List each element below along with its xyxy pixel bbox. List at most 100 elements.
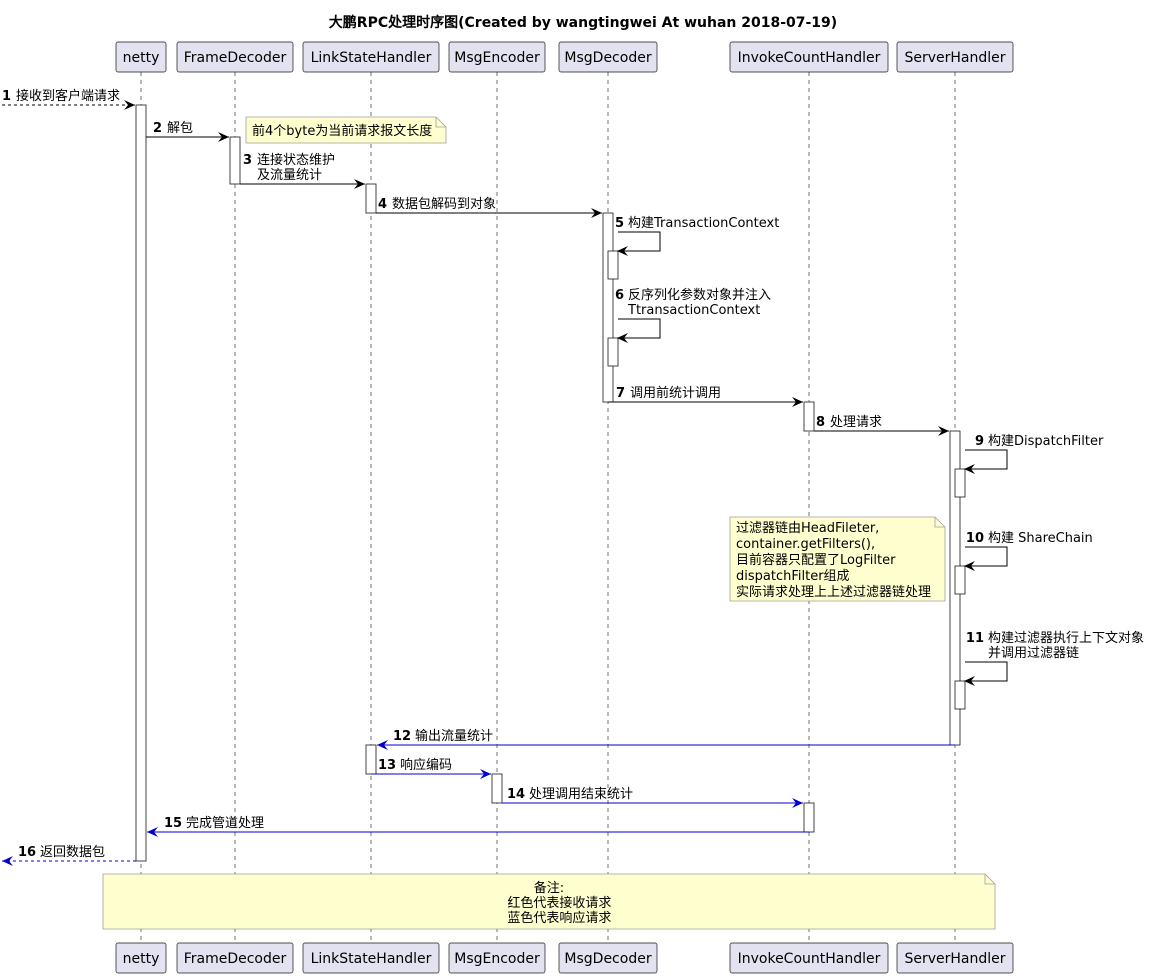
message-label: 处理请求 <box>830 415 882 430</box>
participant-label: MsgEncoder <box>454 951 540 967</box>
message-number: 8 <box>816 415 825 430</box>
message-label: 构建DispatchFilter <box>988 434 1104 449</box>
participant-label: InvokeCountHandler <box>738 951 881 967</box>
note-line: container.getFilters(), <box>736 537 875 552</box>
participant-serverhandler-bottom: ServerHandler <box>896 942 1014 974</box>
message-number: 14 <box>507 787 525 802</box>
activation-serverhandler <box>954 468 966 498</box>
participant-netty-bottom: netty <box>115 942 167 974</box>
message-label: 构建 ShareChain <box>988 531 1093 546</box>
participant-label: netty <box>123 50 160 66</box>
message-14: 14 处理调用结束统计 <box>502 787 803 808</box>
message-label: 接收到客户端请求 <box>16 88 120 104</box>
message-12: 12 输出流量统计 <box>377 728 955 750</box>
message-label: 数据包解码到对象 <box>392 197 496 212</box>
message-label: 反序列化参数对象并注入 <box>628 287 771 303</box>
message-label: 响应编码 <box>400 757 452 773</box>
participant-framedecoder-bottom: FrameDecoder <box>176 942 294 974</box>
note-line: 备注: <box>534 880 564 896</box>
message-arrow <box>964 449 1008 474</box>
activation-invokecounthandler <box>803 401 815 432</box>
message-2: 2 解包 <box>146 121 229 142</box>
participant-serverhandler-top: ServerHandler <box>896 41 1014 73</box>
participant-label: LinkStateHandler <box>311 50 432 66</box>
activation-msgencoder <box>491 773 503 804</box>
participant-framedecoder-top: FrameDecoder <box>176 41 294 73</box>
activation-msgdecoder <box>602 212 614 403</box>
participant-label: ServerHandler <box>904 50 1005 66</box>
activation-linkstatehandler <box>365 183 377 214</box>
message-label: 并调用过滤器链 <box>988 646 1079 661</box>
note-frame: 前4个byte为当前请求报文长度 <box>245 116 447 144</box>
note-line: 实际请求处理上上述过滤器链处理 <box>736 585 931 600</box>
participant-msgdecoder-bottom: MsgDecoder <box>558 942 658 974</box>
participant-linkstatehandler-bottom: LinkStateHandler <box>302 942 440 974</box>
message-number: 16 <box>18 845 36 860</box>
message-number: 12 <box>393 729 411 744</box>
participant-label: ServerHandler <box>904 951 1005 967</box>
message-label: 调用前统计调用 <box>630 385 721 401</box>
activation-msgdecoder <box>607 250 619 280</box>
message-arrow <box>617 231 661 256</box>
message-9: 9 构建DispatchFilter <box>964 434 1104 474</box>
note-line: 红色代表接收请求 <box>487 895 612 911</box>
participant-label: InvokeCountHandler <box>738 50 881 66</box>
message-label: 及流量统计 <box>257 168 322 183</box>
message-label: 完成管道处理 <box>186 816 264 831</box>
activation-netty <box>135 104 147 862</box>
participant-label: MsgDecoder <box>564 951 651 967</box>
participant-label: MsgEncoder <box>454 50 540 66</box>
message-number: 4 <box>378 197 387 212</box>
participant-invokecounthandler-bottom: InvokeCountHandler <box>729 942 889 974</box>
activation-framedecoder <box>229 136 241 185</box>
participant-label: netty <box>123 951 160 967</box>
participant-msgencoder-bottom: MsgEncoder <box>448 942 546 974</box>
message-number: 7 <box>616 386 625 401</box>
message-label: 输出流量统计 <box>415 728 493 744</box>
participant-msgdecoder-top: MsgDecoder <box>558 41 658 73</box>
message-4: 4 数据包解码到对象 <box>376 197 602 218</box>
message-number: 15 <box>164 816 182 831</box>
activation-linkstatehandler <box>365 744 377 775</box>
participant-label: FrameDecoder <box>184 951 287 967</box>
message-15: 15 完成管道处理 <box>147 816 809 837</box>
message-label: 处理调用结束统计 <box>529 787 633 802</box>
participant-msgencoder-top: MsgEncoder <box>448 41 546 73</box>
message-number: 1 <box>2 89 11 104</box>
message-1: 1 接收到客户端请求 <box>2 88 135 110</box>
message-number: 13 <box>378 758 396 773</box>
participant-label: LinkStateHandler <box>311 951 432 967</box>
participant-linkstatehandler-top: LinkStateHandler <box>302 41 440 73</box>
participant-netty-top: netty <box>115 41 167 73</box>
note-line: 蓝色代表响应请求 <box>487 910 612 926</box>
note-line: 过滤器链由HeadFileter, <box>736 521 879 536</box>
note-line: dispatchFilter组成 <box>736 569 850 584</box>
message-5: 5 构建TransactionContext <box>615 216 779 256</box>
activation-serverhandler <box>954 680 966 710</box>
participant-invokecounthandler-top: InvokeCountHandler <box>729 41 889 73</box>
message-number: 10 <box>966 531 984 546</box>
note-line: 前4个byte为当前请求报文长度 <box>252 123 432 139</box>
message-number: 5 <box>615 216 624 231</box>
note-remark: 备注: 红色代表接收请求 蓝色代表响应请求 <box>102 873 996 930</box>
message-arrow <box>964 546 1008 571</box>
activation-serverhandler <box>954 565 966 595</box>
message-label: 连接状态维护 <box>257 152 335 168</box>
message-label: 解包 <box>167 121 193 136</box>
message-number: 6 <box>615 288 624 303</box>
message-number: 11 <box>966 631 984 646</box>
message-8: 8 处理请求 <box>814 415 949 436</box>
message-number: 2 <box>153 121 162 136</box>
message-arrow <box>964 661 1008 686</box>
message-10: 10 构建 ShareChain <box>964 531 1093 571</box>
message-number: 3 <box>243 153 252 168</box>
message-label: TtransactionContext <box>627 303 760 318</box>
participant-label: FrameDecoder <box>184 50 287 66</box>
message-label: 构建TransactionContext <box>628 216 779 231</box>
message-number: 9 <box>975 434 984 449</box>
